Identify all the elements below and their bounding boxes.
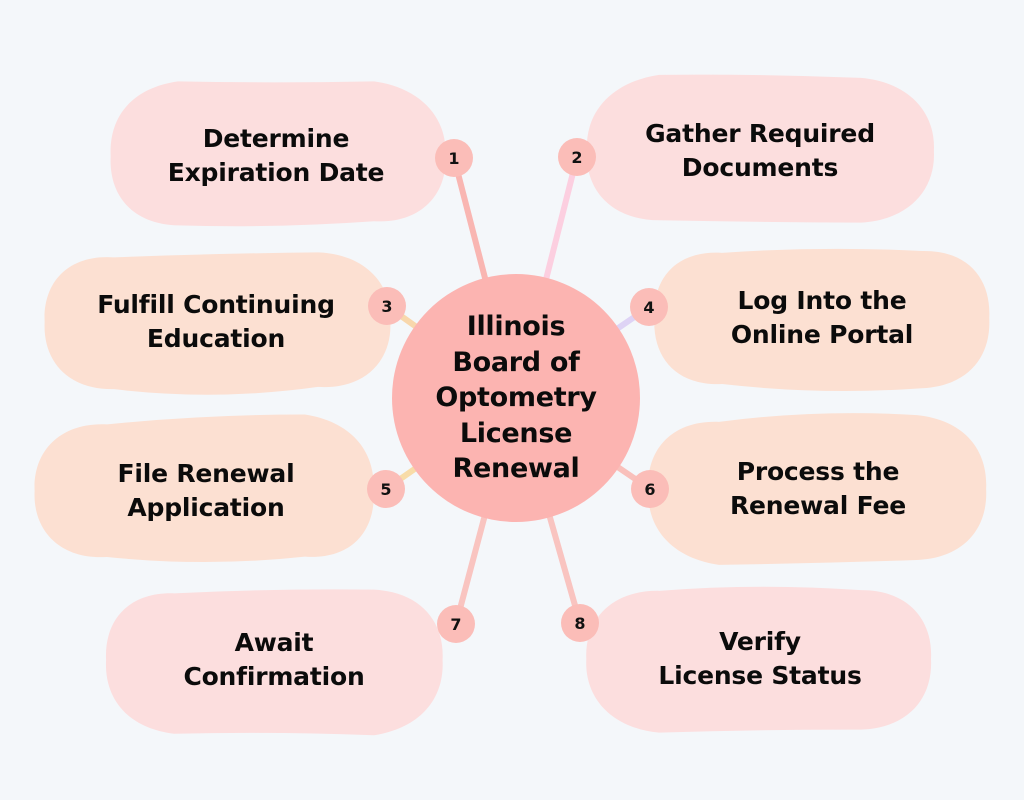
center-title: Illinois Board of Optometry License Rene… (435, 310, 597, 485)
node-blob-3[interactable] (44, 252, 391, 395)
node-2-number: 2 (571, 147, 583, 167)
node-blob-2[interactable] (586, 74, 934, 223)
node-7-number: 7 (450, 614, 462, 634)
node-6-label: Process the Renewal Fee (730, 457, 906, 520)
node-3-number: 3 (381, 296, 393, 316)
node-4-label: Log Into the Online Portal (730, 286, 914, 349)
connector-line-1 (451, 155, 490, 287)
node-blob-1[interactable] (110, 81, 446, 227)
node-6-number: 6 (644, 479, 656, 499)
node-7-badge[interactable]: 7 (437, 605, 475, 643)
node-1[interactable]: Determine Expiration Date (108, 86, 444, 226)
node-1-number: 1 (448, 148, 460, 168)
node-3[interactable]: Fulfill Continuing Education (44, 252, 388, 392)
node-3-label: Fulfill Continuing Education (97, 290, 335, 353)
node-blob-4[interactable] (654, 248, 990, 391)
node-8-badge[interactable]: 8 (561, 604, 599, 642)
node-1-badge[interactable]: 1 (435, 139, 473, 177)
node-4-number: 4 (643, 297, 655, 317)
node-8[interactable]: Verify License Status (588, 588, 932, 730)
node-8-label: Verify License Status (658, 627, 862, 690)
connector-line-2 (541, 154, 580, 287)
node-2-badge[interactable]: 2 (558, 138, 596, 176)
node-4[interactable]: Log Into the Online Portal (652, 248, 992, 388)
node-7-label: Await Confirmation (183, 628, 365, 691)
node-2-label: Gather Required Documents (645, 119, 875, 182)
node-5-number: 5 (380, 479, 392, 499)
node-blob-6[interactable] (648, 413, 987, 565)
node-1-label: Determine Expiration Date (167, 124, 385, 187)
node-7[interactable]: Await Confirmation (104, 590, 444, 730)
node-5-badge[interactable]: 5 (367, 470, 405, 508)
node-blob-5[interactable] (34, 414, 374, 563)
node-2[interactable]: Gather Required Documents (588, 80, 932, 222)
node-5[interactable]: File Renewal Application (36, 420, 376, 562)
center-node[interactable]: Illinois Board of Optometry License Rene… (392, 274, 640, 522)
node-6[interactable]: Process the Renewal Fee (648, 418, 988, 560)
node-6-badge[interactable]: 6 (631, 470, 669, 508)
node-blob-7[interactable] (105, 589, 443, 736)
node-3-badge[interactable]: 3 (368, 287, 406, 325)
node-8-number: 8 (574, 613, 586, 633)
node-4-badge[interactable]: 4 (630, 288, 668, 326)
node-5-label: File Renewal Application (117, 459, 295, 522)
node-blob-8[interactable] (586, 586, 932, 733)
